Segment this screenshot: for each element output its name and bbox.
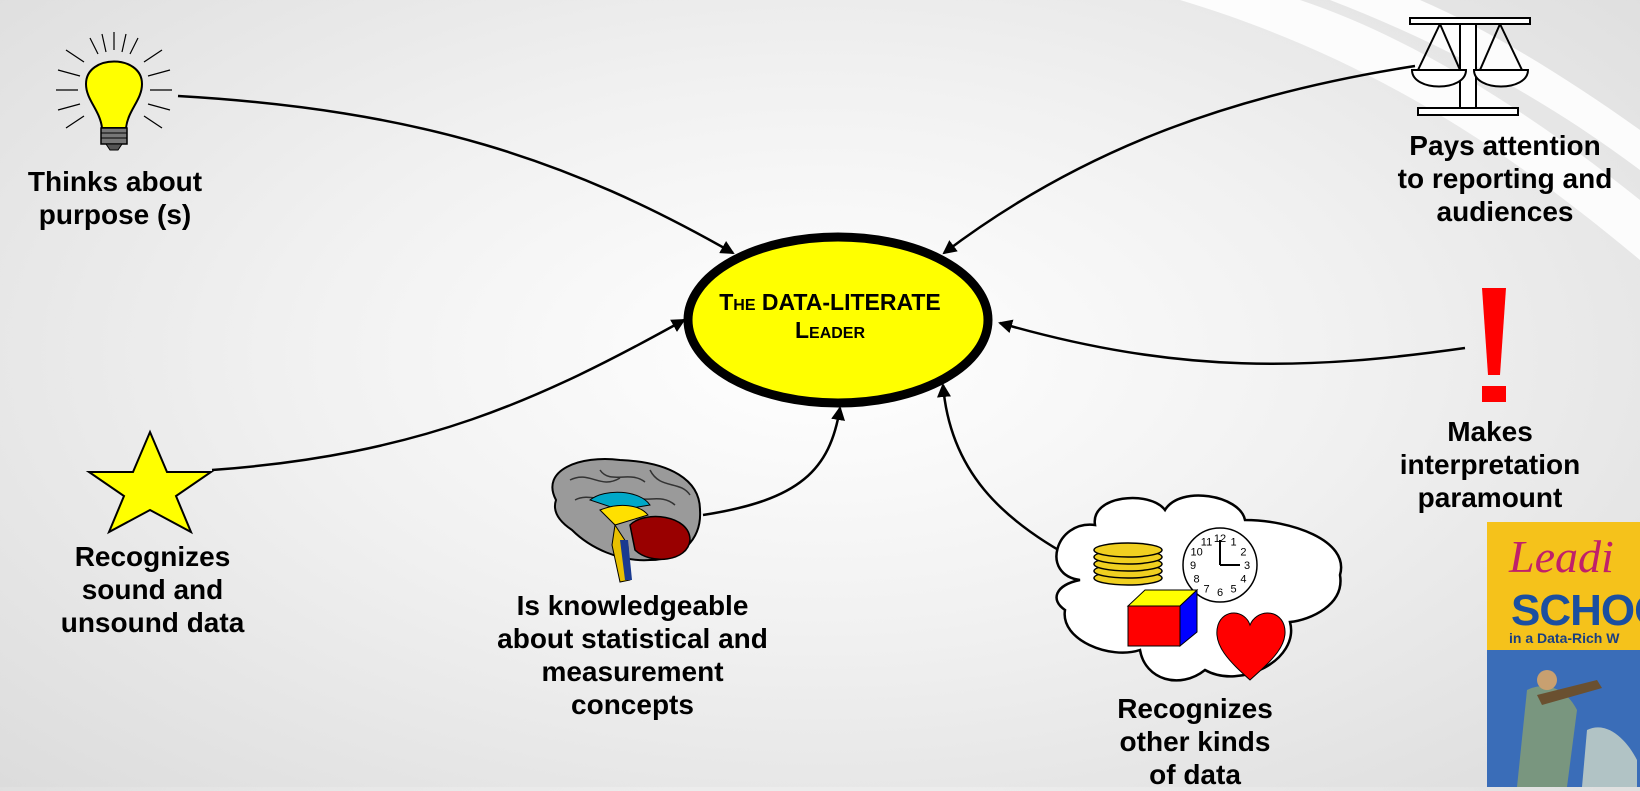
coin-stack-icon bbox=[1093, 542, 1163, 586]
center-ellipse bbox=[683, 232, 993, 408]
brain-icon bbox=[551, 458, 702, 583]
center-title: The DATA-LITERATE Leader bbox=[719, 289, 941, 343]
clock-numeral: 2 bbox=[1240, 547, 1246, 559]
node-label-purpose: Thinks about purpose (s) bbox=[27, 166, 203, 230]
clock-numeral: 3 bbox=[1244, 560, 1250, 572]
node-label-reporting: Pays attention to reporting and audience… bbox=[1397, 130, 1613, 227]
node-label-other-data: Recognizes other kinds of data bbox=[1117, 693, 1273, 790]
clock-numeral: 9 bbox=[1190, 560, 1196, 572]
connector-reporting bbox=[942, 64, 1416, 255]
connector-interpretation bbox=[998, 319, 1466, 365]
exclamation-icon bbox=[1482, 288, 1506, 402]
connector-other-data bbox=[937, 383, 1081, 564]
clock-numeral: 4 bbox=[1240, 574, 1246, 586]
clock-numeral: 6 bbox=[1217, 587, 1223, 599]
connector-statistical bbox=[702, 406, 845, 517]
clock-numeral: 11 bbox=[1201, 537, 1212, 549]
connector-sound-data bbox=[211, 318, 686, 472]
clock-numeral: 10 bbox=[1190, 547, 1202, 559]
clock-numeral: 7 bbox=[1203, 583, 1209, 595]
book-title-line2: SCHOO bbox=[1511, 586, 1640, 635]
book-title-line1: Leadi bbox=[1509, 531, 1614, 582]
connector-purpose bbox=[177, 94, 735, 255]
book-subtitle: in a Data-Rich W bbox=[1509, 630, 1620, 646]
balance-scale-icon bbox=[1409, 17, 1531, 116]
heart-icon bbox=[1216, 612, 1286, 681]
cube-icon bbox=[1126, 588, 1199, 648]
clock-numeral: 5 bbox=[1230, 583, 1236, 595]
book-illustration bbox=[1487, 650, 1640, 787]
clock-numeral: 1 bbox=[1230, 537, 1236, 549]
book-cover-image: Leadi SCHOO in a Data-Rich W bbox=[1487, 522, 1640, 787]
clock-numeral: 12 bbox=[1214, 533, 1226, 545]
background-swoosh bbox=[1180, 0, 1640, 260]
node-label-sound-data: Recognizes sound and unsound data bbox=[60, 541, 245, 638]
star-icon bbox=[85, 429, 215, 535]
node-label-statistical: Is knowledgeable about statistical and m… bbox=[497, 590, 768, 720]
lightbulb-icon bbox=[56, 32, 172, 151]
node-label-interpretation: Makes interpretation paramount bbox=[1399, 416, 1581, 513]
clock-numeral: 8 bbox=[1194, 574, 1200, 586]
